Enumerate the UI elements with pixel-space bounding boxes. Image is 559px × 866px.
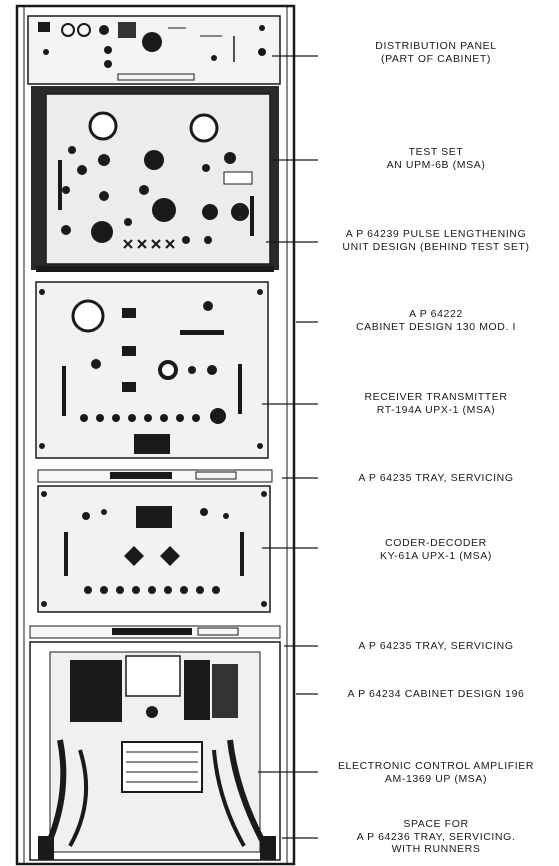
label-coder-decoder: CODER-DECODER KY-61A UPX-1 (MSA)	[318, 537, 554, 562]
label-line: SPACE FOR	[403, 818, 469, 830]
label-tray-servicing-1: A P 64235 TRAY, SERVICING	[318, 472, 554, 485]
label-line: A P 64239 PULSE LENGTHENING	[345, 228, 527, 240]
label-receiver-transmitter: RECEIVER TRANSMITTER RT-194A UPX-1 (MSA)	[318, 391, 554, 416]
label-line: TEST SET	[408, 146, 464, 158]
coder-decoder-panel	[37, 485, 271, 613]
label-cabinet-130: A P 64222 CABINET DESIGN 130 MOD. I	[318, 308, 554, 333]
label-line: A P 64235 TRAY, SERVICING	[358, 472, 514, 484]
label-line: WITH RUNNERS	[391, 843, 481, 855]
label-line: RT-194A UPX-1 (MSA)	[376, 403, 496, 416]
cabinet-frame	[15, 4, 296, 866]
label-line: AN UPM-6B (MSA)	[386, 158, 486, 171]
label-line: UNIT DESIGN (BEHIND TEST SET)	[342, 240, 530, 253]
label-space-for-tray: SPACE FOR A P 64236 TRAY, SERVICING. WIT…	[318, 818, 554, 856]
label-line: CODER-DECODER	[385, 537, 487, 549]
label-line: DISTRIBUTION PANEL	[375, 40, 497, 52]
electronic-control-amplifier	[38, 655, 276, 860]
label-line: A P 64234 CABINET DESIGN 196	[347, 688, 525, 700]
label-line: A P 64222	[409, 308, 463, 320]
tray-servicing-2	[29, 625, 281, 639]
label-test-set: TEST SET AN UPM-6B (MSA)	[318, 146, 554, 171]
label-line: (PART OF CABINET)	[381, 52, 491, 65]
label-distribution-panel: DISTRIBUTION PANEL (PART OF CABINET)	[318, 40, 554, 65]
label-line: A P 64236 TRAY, SERVICING.	[356, 830, 516, 843]
label-line: KY-61A UPX-1 (MSA)	[380, 549, 492, 562]
label-line: CABINET DESIGN 130 MOD. I	[355, 320, 517, 333]
tray-servicing-1	[37, 469, 273, 483]
label-line: ELECTRONIC CONTROL AMPLIFIER	[337, 760, 535, 772]
label-line: RECEIVER TRANSMITTER	[364, 391, 508, 403]
distribution-panel	[27, 15, 281, 85]
label-line: AM-1369 UP (MSA)	[384, 772, 488, 785]
label-tray-servicing-2: A P 64235 TRAY, SERVICING	[318, 640, 554, 653]
leader-lines	[258, 55, 318, 839]
label-pulse-lengthening: A P 64239 PULSE LENGTHENING UNIT DESIGN …	[318, 228, 554, 253]
label-line: A P 64235 TRAY, SERVICING	[358, 640, 514, 652]
test-set-panel	[31, 86, 279, 272]
receiver-transmitter-panel	[35, 281, 269, 459]
label-cabinet-196: A P 64234 CABINET DESIGN 196	[318, 688, 554, 701]
label-control-amplifier: ELECTRONIC CONTROL AMPLIFIER AM-1369 UP …	[318, 760, 554, 785]
